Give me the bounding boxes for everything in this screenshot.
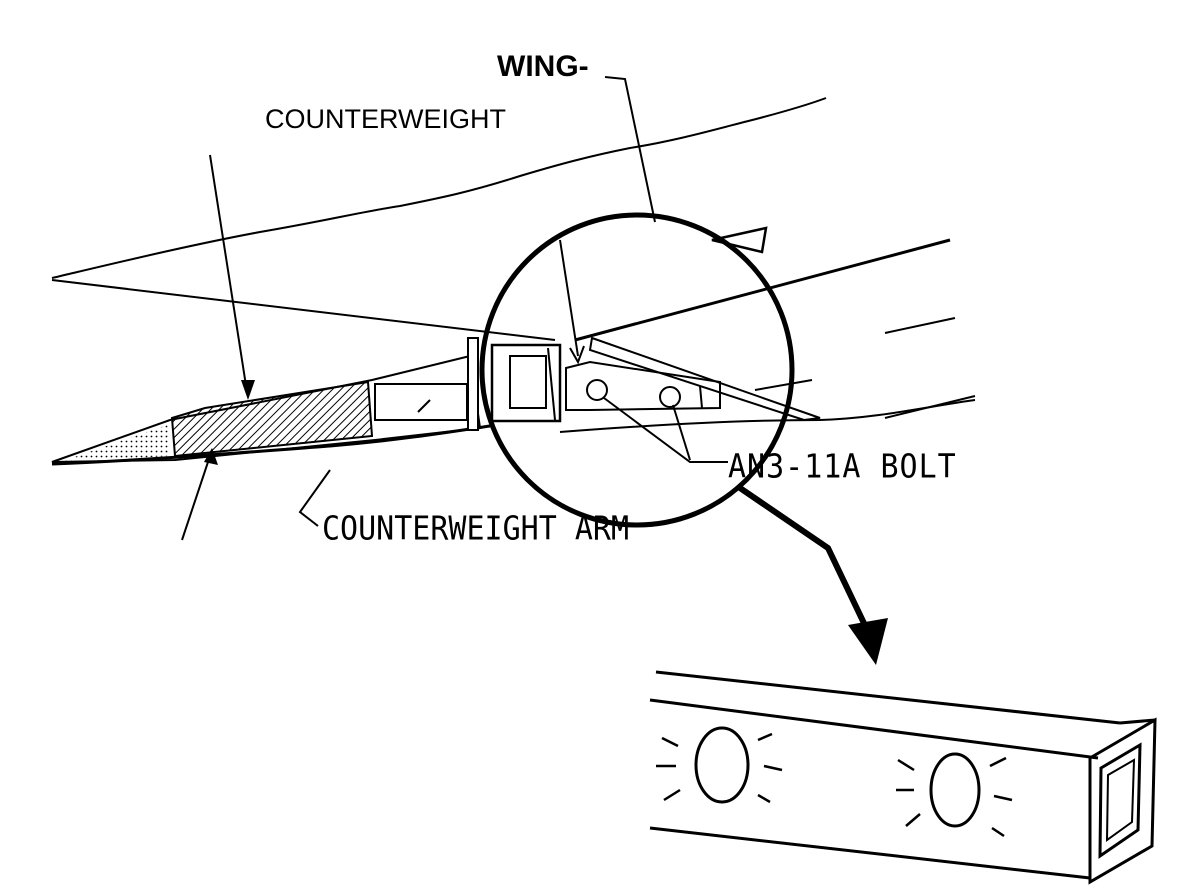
inset-bar-top-right-edge	[1119, 718, 1156, 725]
dash-line-1	[884, 317, 956, 334]
bolt-hole-left	[586, 379, 608, 401]
bolt-hole-right	[659, 386, 681, 408]
inset-bar-detail	[649, 670, 1157, 885]
control-rod-line	[574, 238, 951, 342]
inset-hole-right-rays	[896, 756, 1013, 838]
aileron-strut	[588, 336, 821, 422]
wing-diagonal-line	[51, 279, 556, 341]
arm-leader-line	[298, 469, 331, 527]
wing-lower-skin-line	[559, 399, 976, 433]
wing-upper-skin-line	[51, 97, 827, 279]
bolt-label: AN3-11A BOLT	[728, 448, 957, 487]
inset-bar-front-bottom	[649, 826, 1091, 880]
spar-channel	[490, 343, 562, 423]
counterweight-arm-stipple	[60, 424, 170, 462]
wing-tab	[711, 226, 768, 254]
bolt-leader-line-2	[672, 404, 691, 461]
counterweight-leader-arrowhead	[241, 380, 255, 400]
bolt-housing	[565, 360, 721, 411]
detail-arrow-line	[738, 485, 875, 642]
inner-leader-line	[559, 239, 579, 357]
inset-bar-end-face	[1088, 717, 1157, 885]
rear-spar	[467, 337, 479, 431]
spar-channel-inner	[509, 355, 547, 409]
inner-leader-arrowhead	[569, 345, 585, 365]
bolt-housing-edge	[699, 385, 703, 409]
inset-bar-front-top	[649, 698, 1099, 760]
lower-leader-line	[181, 449, 213, 541]
counterweight-arm-bottom	[51, 424, 491, 466]
spar-web	[547, 347, 556, 421]
inset-hole-right	[929, 752, 981, 828]
inset-hole-left	[694, 726, 750, 804]
detail-circle	[479, 212, 795, 528]
counterweight-leader-line	[209, 154, 248, 393]
inset-bar-end-hole	[1098, 742, 1142, 859]
lower-leader-arrowhead	[204, 448, 218, 465]
inset-bar-top-face	[655, 670, 1121, 725]
counterweight-mass	[170, 380, 374, 458]
detail-arrowhead	[848, 618, 888, 665]
dash-line-2	[754, 379, 813, 391]
counterweight-arm-label: COUNTERWEIGHT ARM	[322, 510, 630, 549]
counterweight-label: COUNTERWEIGHT	[265, 104, 506, 134]
bolt-leader-line	[603, 397, 728, 463]
wing-leader-line	[604, 76, 656, 223]
inset-bar-end-hole-inner	[1105, 758, 1136, 842]
inset-hole-left-rays	[656, 732, 783, 804]
wing-label: WING-	[497, 50, 589, 83]
arm-inner-tick	[417, 399, 431, 413]
